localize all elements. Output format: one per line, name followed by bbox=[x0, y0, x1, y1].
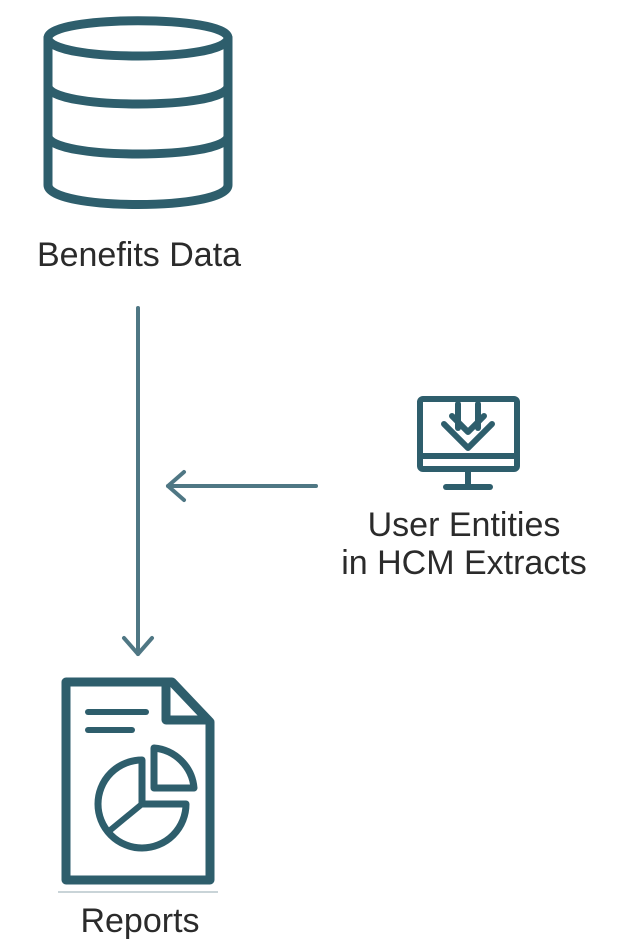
benefits-data-label: Benefits Data bbox=[36, 236, 242, 274]
user-entities-label: User Entities in HCM Extracts bbox=[304, 506, 624, 582]
report-document-icon bbox=[61, 677, 215, 885]
left-arrow bbox=[166, 470, 318, 502]
user-entities-label-line2: in HCM Extracts bbox=[341, 544, 587, 583]
down-arrow bbox=[122, 306, 154, 656]
reports-label: Reports bbox=[80, 902, 200, 940]
user-entities-label-line1: User Entities bbox=[367, 506, 561, 544]
monitor-download-icon bbox=[417, 396, 520, 490]
database-icon bbox=[43, 16, 233, 209]
